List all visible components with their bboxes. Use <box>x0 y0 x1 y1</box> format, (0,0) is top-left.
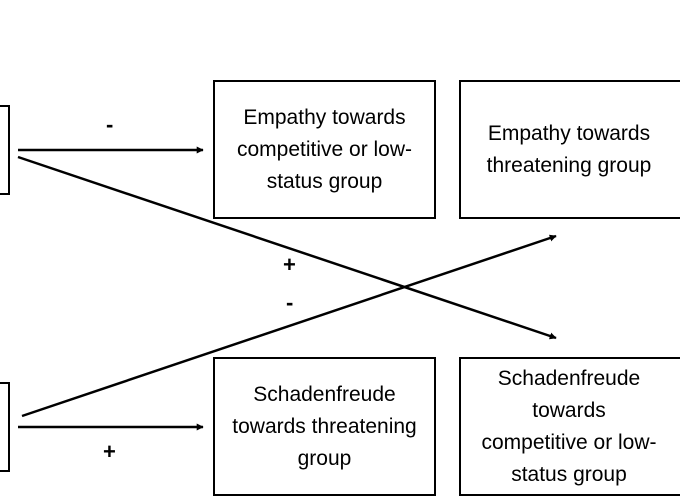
empathy-competitive-label: Empathy towards competitive or low- stat… <box>236 105 413 193</box>
sign-bottom-arrow: + <box>103 439 116 464</box>
empathy-threatening-label: Empathy towards threatening group <box>486 121 652 177</box>
arrow-bottom-to-empathy-threatening <box>21 234 557 418</box>
left-bottom-box <box>0 382 10 472</box>
sign-cross-minus: - <box>286 290 294 315</box>
sign-cross-plus: + <box>283 252 296 277</box>
schadenfreude-threatening-label: Schadenfreude towards threatening group <box>232 382 417 470</box>
schadenfreude-competitive-label: Schadenfreude towards competitive or low… <box>481 366 657 486</box>
empathy-threatening-box: Empathy towards threatening group <box>459 80 680 219</box>
schadenfreude-competitive-box: Schadenfreude towards competitive or low… <box>459 357 680 496</box>
empathy-competitive-box: Empathy towards competitive or low- stat… <box>213 80 436 219</box>
left-top-box <box>0 105 10 195</box>
schadenfreude-threatening-box: Schadenfreude towards threatening group <box>213 357 436 496</box>
arrow-top-to-schadenfreude-competitive <box>17 155 557 340</box>
sign-top-arrow: - <box>106 112 114 137</box>
